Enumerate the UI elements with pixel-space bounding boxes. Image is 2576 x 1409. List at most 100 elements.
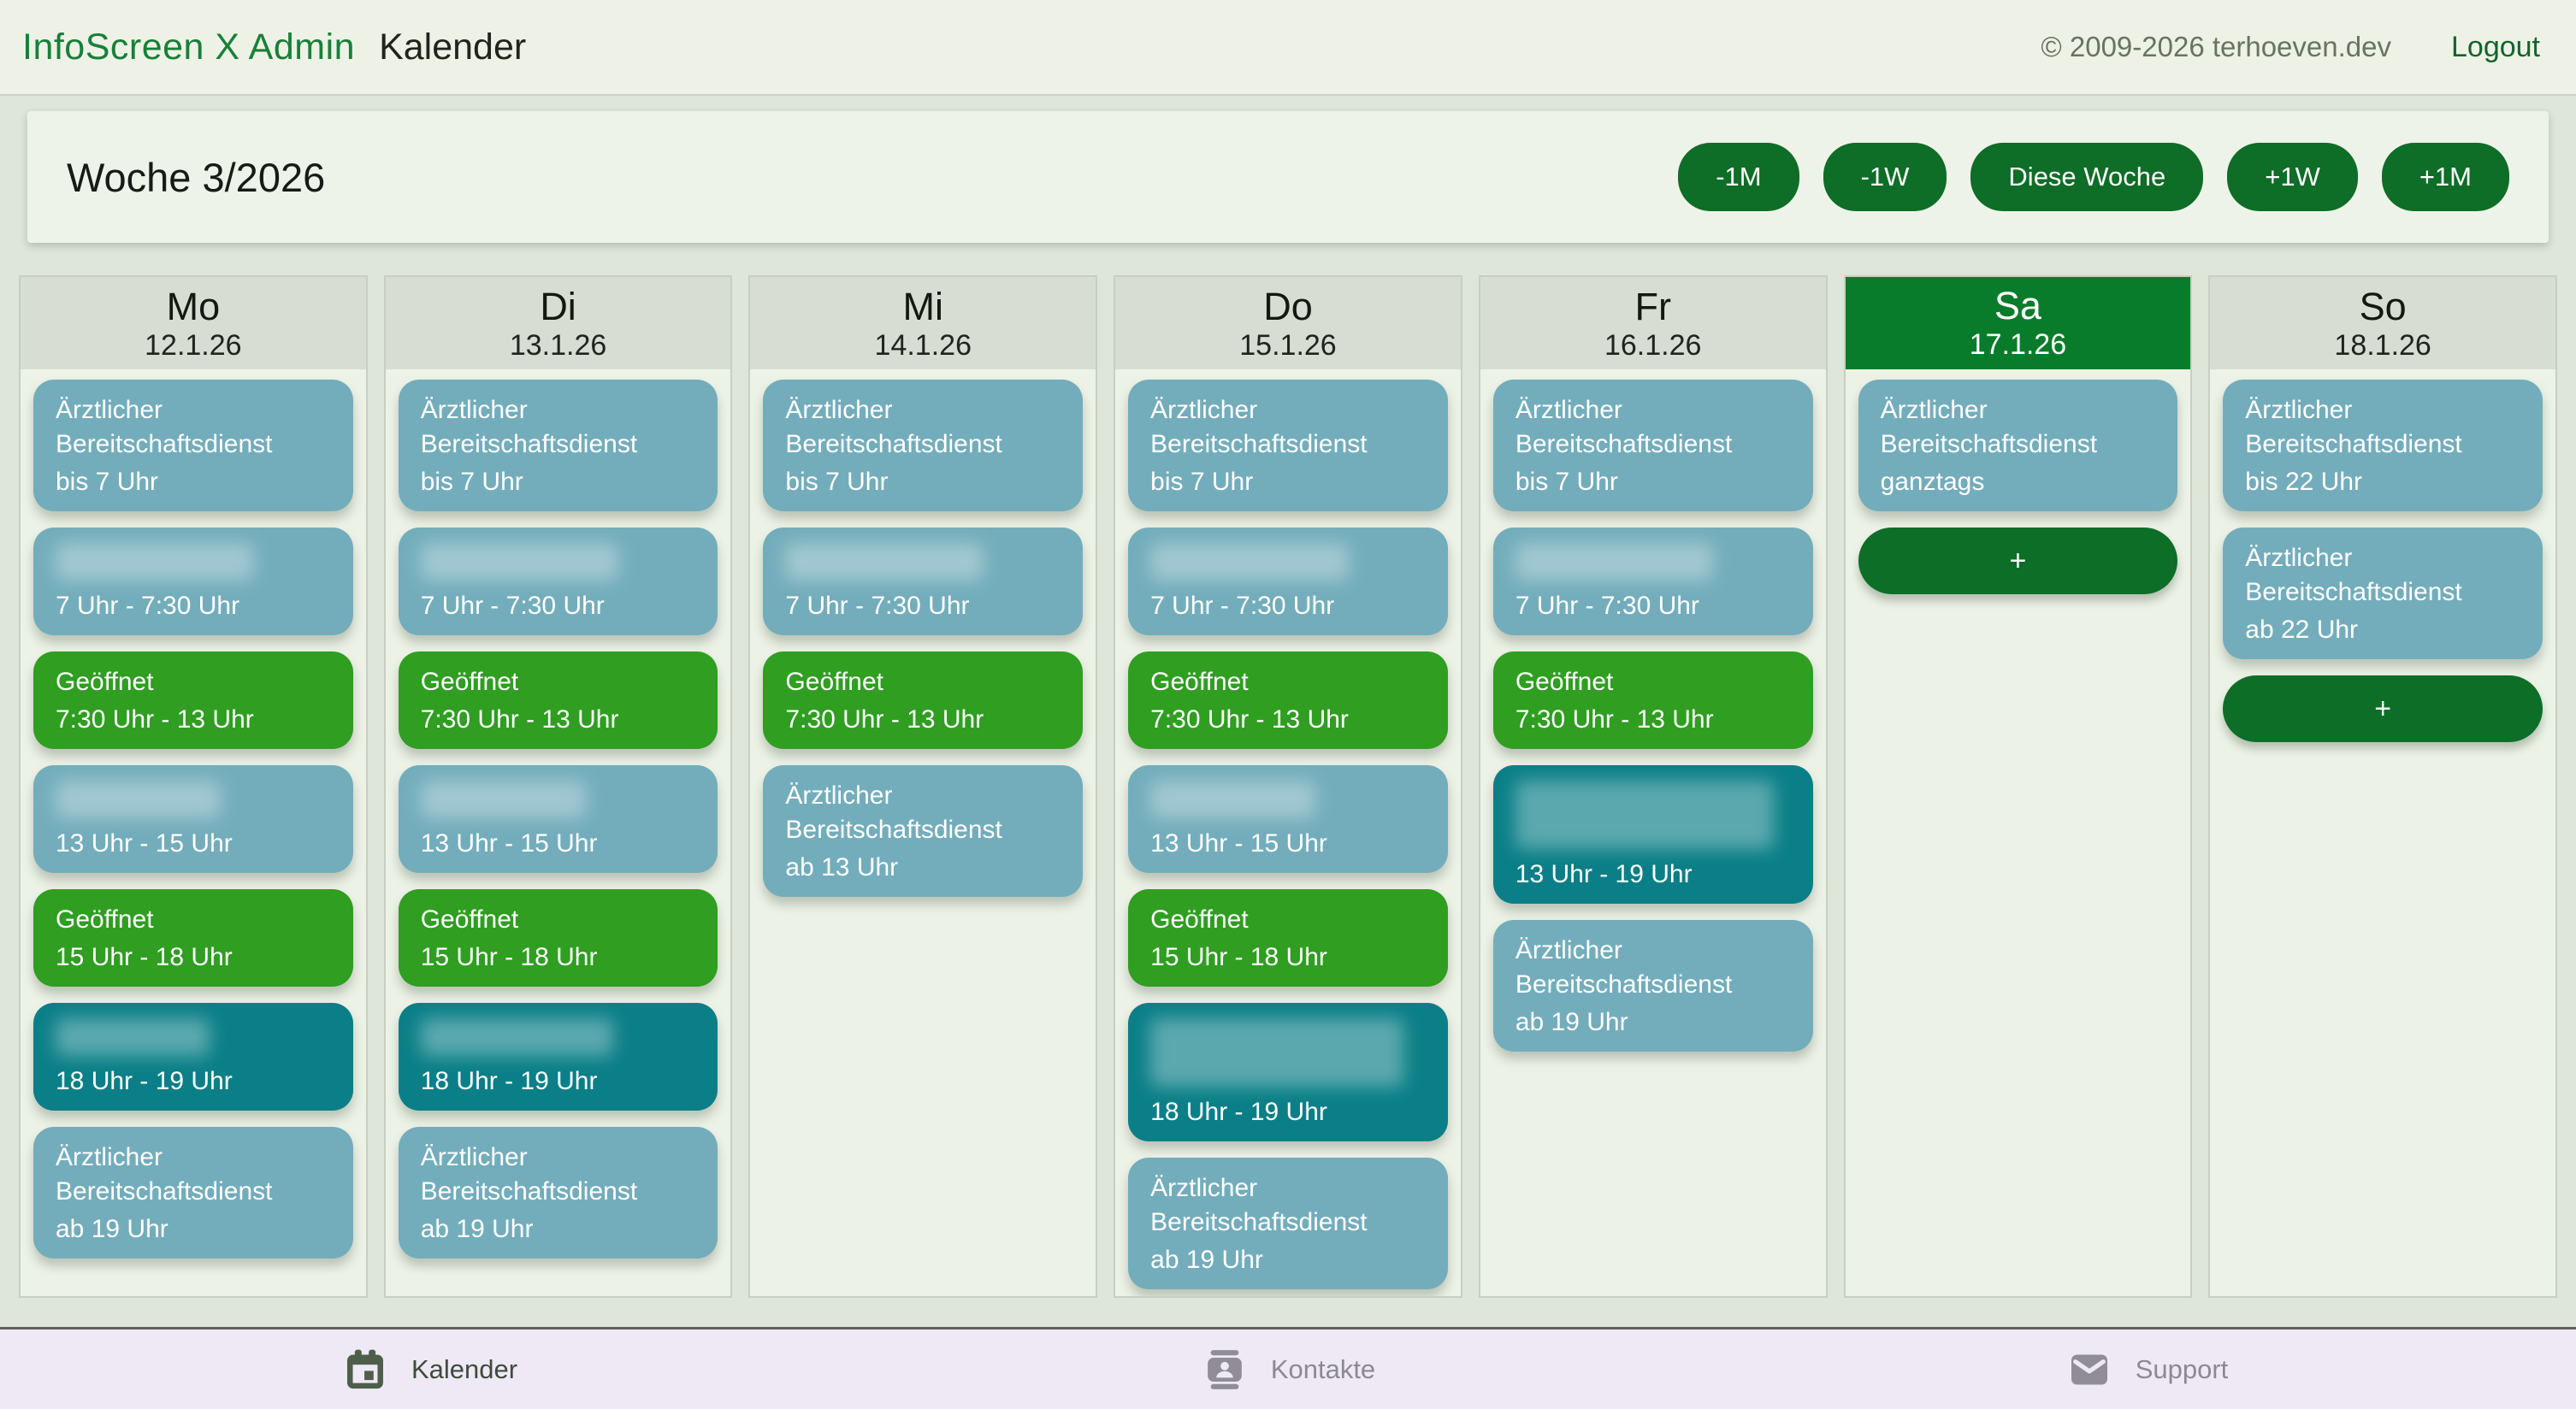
event-card[interactable]: 13 Uhr - 15 Uhr	[33, 765, 353, 873]
nav-this-week-button[interactable]: Diese Woche	[1970, 143, 2204, 211]
bottom-nav: Kalender Kontakte Support	[0, 1327, 2576, 1409]
event-card[interactable]: Ärztlicher Bereitschaftsdienst ab 22 Uhr	[2223, 528, 2543, 659]
event-time: 7:30 Uhr - 13 Uhr	[1150, 705, 1349, 734]
event-title: Geöffnet	[1150, 668, 1249, 696]
event-time: ganztags	[1880, 468, 1985, 496]
nav-plus-1w-button[interactable]: +1W	[2227, 143, 2358, 211]
event-card[interactable]: 7 Uhr - 7:30 Uhr	[1128, 528, 1448, 635]
day-date: 17.1.26	[1969, 327, 2067, 361]
week-nav-buttons: -1M -1W Diese Woche +1W +1M	[1678, 143, 2509, 211]
calendar-icon	[341, 1346, 389, 1394]
event-time: 15 Uhr - 18 Uhr	[420, 943, 598, 971]
event-card[interactable]: Geöffnet 7:30 Uhr - 13 Uhr	[1492, 651, 1813, 749]
event-time: bis 7 Uhr	[1150, 468, 1254, 496]
page-title: Kalender	[379, 26, 527, 68]
event-card[interactable]: 13 Uhr - 19 Uhr	[1492, 765, 1813, 904]
event-title: Ärztlicher Bereitschaftsdienst	[420, 1143, 638, 1206]
event-card[interactable]: 18 Uhr - 19 Uhr	[398, 1003, 718, 1111]
redacted-name	[1150, 781, 1316, 818]
contacts-icon	[1201, 1346, 1249, 1394]
event-title: Geöffnet	[1515, 668, 1614, 696]
nav-item-support[interactable]: Support	[1717, 1346, 2576, 1394]
event-card[interactable]: 7 Uhr - 7:30 Uhr	[763, 528, 1084, 635]
event-time: bis 22 Uhr	[2245, 468, 2363, 496]
event-card[interactable]: 7 Uhr - 7:30 Uhr	[1492, 528, 1813, 635]
nav-minus-1w-button[interactable]: -1W	[1823, 143, 1947, 211]
nav-item-kontakte[interactable]: Kontakte	[859, 1346, 1717, 1394]
event-card[interactable]: 18 Uhr - 19 Uhr	[33, 1003, 353, 1111]
event-title: Geöffnet	[785, 668, 883, 696]
nav-minus-1m-button[interactable]: -1M	[1678, 143, 1799, 211]
brand-link[interactable]: InfoScreen X Admin	[22, 26, 356, 68]
event-time: 13 Uhr - 19 Uhr	[1515, 860, 1693, 888]
event-card[interactable]: 18 Uhr - 19 Uhr	[1128, 1003, 1448, 1141]
event-card[interactable]: 7 Uhr - 7:30 Uhr	[398, 528, 718, 635]
day-name: Do	[1263, 284, 1313, 328]
add-event-button[interactable]: +	[1858, 528, 2178, 594]
event-card[interactable]: 13 Uhr - 15 Uhr	[1128, 765, 1448, 873]
event-card[interactable]: Geöffnet 7:30 Uhr - 13 Uhr	[1128, 651, 1448, 749]
day-date: 14.1.26	[874, 328, 972, 362]
event-time: 13 Uhr - 15 Uhr	[1150, 829, 1327, 858]
event-time: ab 19 Uhr	[1515, 1008, 1628, 1036]
event-time: 15 Uhr - 18 Uhr	[56, 943, 233, 971]
event-title: Geöffnet	[420, 668, 519, 696]
event-time: 7:30 Uhr - 13 Uhr	[56, 705, 254, 734]
event-time: 18 Uhr - 19 Uhr	[1150, 1098, 1327, 1126]
event-title: Ärztlicher Bereitschaftsdienst	[2245, 544, 2462, 606]
nav-plus-1m-button[interactable]: +1M	[2381, 143, 2509, 211]
redacted-name	[420, 1018, 613, 1056]
day-name: Mi	[902, 284, 944, 328]
day-name: Fr	[1634, 284, 1671, 328]
event-time: 18 Uhr - 19 Uhr	[420, 1067, 598, 1095]
logout-link[interactable]: Logout	[2451, 30, 2540, 63]
add-event-button[interactable]: +	[2223, 675, 2543, 742]
redacted-name	[1515, 781, 1775, 849]
event-card[interactable]: 7 Uhr - 7:30 Uhr	[33, 528, 353, 635]
event-time: ab 19 Uhr	[56, 1215, 168, 1243]
redacted-name	[420, 543, 619, 581]
nav-item-kalender[interactable]: Kalender	[0, 1346, 859, 1394]
event-card[interactable]: Geöffnet 15 Uhr - 18 Uhr	[33, 889, 353, 987]
event-time: bis 7 Uhr	[420, 468, 523, 496]
redacted-name	[56, 781, 222, 818]
event-title: Ärztlicher Bereitschaftsdienst	[56, 396, 273, 458]
event-title: Ärztlicher Bereitschaftsdienst	[1515, 396, 1733, 458]
mail-icon	[2065, 1346, 2113, 1394]
event-title: Ärztlicher Bereitschaftsdienst	[56, 1143, 273, 1206]
event-time: 7 Uhr - 7:30 Uhr	[420, 592, 605, 620]
event-title: Geöffnet	[56, 905, 154, 934]
event-time: 7:30 Uhr - 13 Uhr	[1515, 705, 1714, 734]
event-time: ab 22 Uhr	[2245, 616, 2359, 644]
event-card[interactable]: Ärztlicher Bereitschaftsdienst ab 19 Uhr	[33, 1127, 353, 1259]
event-card[interactable]: 13 Uhr - 15 Uhr	[398, 765, 718, 873]
